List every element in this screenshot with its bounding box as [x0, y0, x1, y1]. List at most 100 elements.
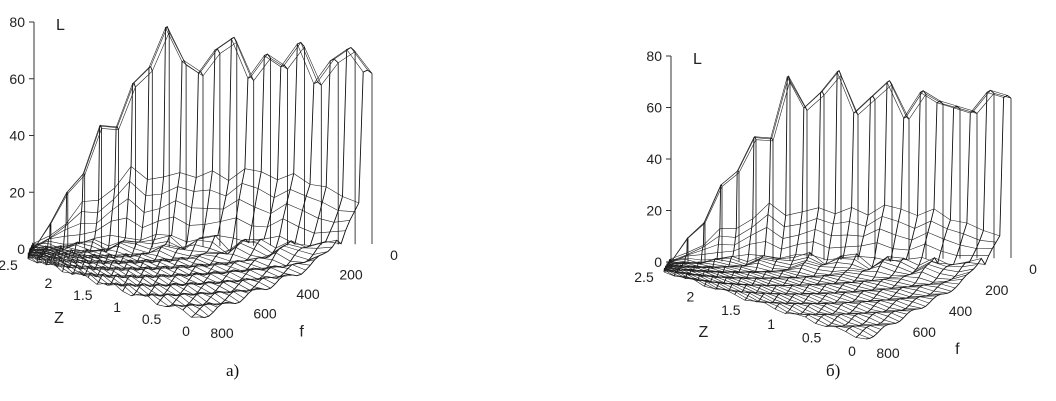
z-tick-label: 40 — [9, 128, 25, 144]
surface-line-z — [754, 90, 825, 303]
surface-line-z — [764, 70, 842, 304]
surface-line-z — [174, 81, 322, 307]
surface-line-f — [29, 252, 236, 304]
surface-line-f — [664, 269, 881, 330]
surface-line-f — [664, 269, 870, 339]
surface-line-z — [865, 94, 1012, 340]
surface-line-f — [669, 258, 974, 274]
surface-line-f — [665, 270, 889, 326]
surface-line-f — [30, 253, 262, 291]
f-tick-label: 800 — [210, 325, 234, 341]
f-tick-label: 600 — [253, 306, 277, 322]
surface-line-f — [668, 259, 971, 277]
z-tick-label: 0 — [17, 241, 25, 257]
surface-line-f — [31, 247, 298, 276]
f-tick-label: 200 — [339, 267, 363, 283]
surface-line-f — [31, 249, 293, 278]
z-coord-tick-label: 1.5 — [721, 302, 741, 318]
surface-line-f — [30, 248, 276, 285]
caption-a: а) — [226, 361, 240, 380]
x-axis-label: Z — [699, 324, 709, 341]
surface-line-f — [33, 26, 364, 250]
f-tick-label: 200 — [985, 282, 1009, 298]
surface-line-f — [669, 226, 993, 263]
surface-line-f — [667, 264, 933, 300]
z-tick-label: 80 — [9, 14, 25, 30]
surface-line-f — [29, 256, 231, 305]
surface-line-z — [182, 58, 339, 311]
f-tick-label: 800 — [876, 345, 900, 361]
surface-line-z — [87, 65, 153, 278]
z-coord-tick-label: 0.5 — [802, 329, 822, 345]
z-coord-tick-label: 0 — [182, 323, 190, 339]
surface-line-f — [33, 180, 355, 247]
surface-line-f — [28, 252, 209, 317]
z-coord-tick-label: 1.5 — [73, 287, 93, 303]
z-tick-label: 40 — [646, 151, 662, 167]
z-coord-tick-label: 1 — [113, 299, 121, 315]
surface-line-f — [667, 265, 945, 295]
z-coord-tick-label: 0.5 — [142, 311, 162, 327]
surface-line-f — [670, 71, 1004, 263]
z-tick-label: 20 — [646, 203, 662, 219]
surface-line-f — [28, 252, 214, 313]
surface-line-f — [28, 254, 223, 306]
surface-line-z — [79, 82, 136, 277]
surface-line-f — [29, 250, 240, 303]
y-axis-label: f — [299, 323, 304, 340]
surface-line-f — [29, 250, 245, 299]
surface-line-f — [669, 241, 989, 263]
z-coord-tick-label: 1 — [767, 316, 775, 332]
surface-line-f — [670, 70, 1008, 263]
surface-line-f — [670, 202, 1000, 260]
z-tick-label: 60 — [646, 100, 662, 116]
f-tick-label: 400 — [949, 303, 973, 319]
f-tick-label: 600 — [913, 324, 937, 340]
surface-line-f — [31, 245, 302, 275]
surface-line-f — [32, 235, 337, 253]
z-coord-tick-label: 2.5 — [634, 269, 654, 285]
surface-line-f — [666, 267, 911, 312]
caption-b: б) — [826, 361, 841, 380]
surface-line-f — [32, 242, 324, 261]
z-axis-label: L — [693, 51, 702, 68]
surface-line-z — [795, 80, 893, 315]
y-axis-label: f — [955, 341, 960, 358]
z-tick-label: 60 — [9, 71, 25, 87]
surface-line-f — [28, 256, 227, 306]
surface-line-f — [670, 214, 997, 262]
f-tick-label: 0 — [1029, 261, 1037, 277]
surface-line-f — [27, 258, 201, 318]
surface-line-f — [666, 265, 922, 309]
surface-line-f — [33, 198, 350, 250]
z-tick-label: 0 — [654, 254, 662, 270]
surface-line-f — [666, 267, 919, 310]
z-coord-tick-label: 2 — [45, 275, 53, 291]
z-tick-label: 80 — [646, 48, 662, 64]
surface-line-f — [31, 245, 306, 271]
z-axis-label: L — [56, 17, 65, 34]
surface-line-f — [30, 249, 284, 280]
surface-line-f — [663, 271, 867, 340]
surface-line-z — [845, 110, 978, 332]
surface-line-z — [36, 222, 52, 264]
surface-line-f — [665, 267, 896, 324]
z-coord-tick-label: 2.5 — [0, 257, 18, 273]
surface-line-f — [667, 265, 941, 297]
f-tick-label: 0 — [390, 247, 398, 263]
surface-line-f — [665, 269, 893, 325]
surface-line-z — [734, 75, 791, 295]
f-tick-label: 400 — [296, 286, 320, 302]
surface-line-f — [29, 252, 258, 292]
z-tick-label: 20 — [9, 184, 25, 200]
surface-line-f — [665, 267, 907, 315]
surface-line-z — [148, 53, 271, 297]
surface-line-f — [31, 249, 289, 279]
surface-line-f — [32, 239, 333, 255]
surface-line-z — [835, 105, 961, 328]
surface-line-f — [33, 25, 368, 250]
